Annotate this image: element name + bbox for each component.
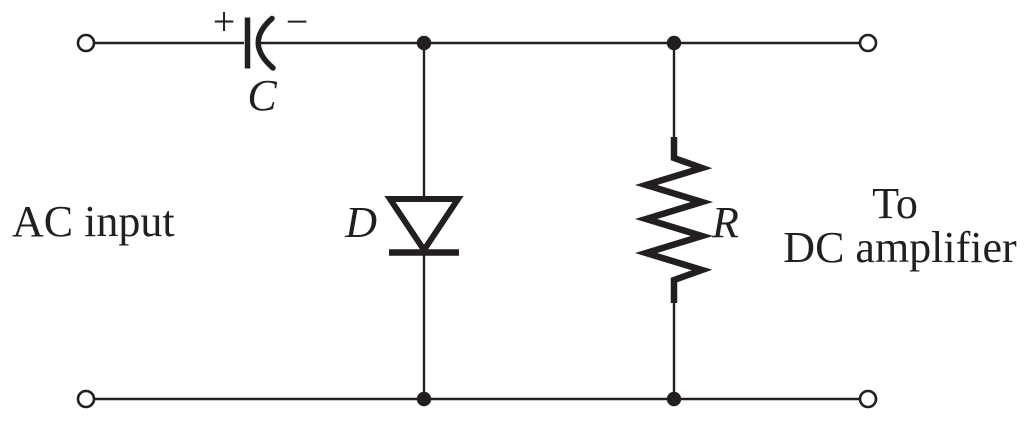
output-label-line1: To xyxy=(872,179,918,228)
junction-dot-top-resistor xyxy=(666,35,682,51)
junction-dot-top-diode xyxy=(416,35,432,51)
terminal-output-top xyxy=(858,33,878,53)
output-label-line2: DC amplifier xyxy=(783,223,1017,272)
capacitor-plate-negative-curved xyxy=(255,15,276,71)
diode-branch xyxy=(384,43,464,398)
diode-triangle xyxy=(384,196,464,256)
terminal-output-bottom xyxy=(858,389,878,409)
junction-dot-bottom-diode xyxy=(416,391,432,407)
capacitor-label: C xyxy=(247,71,277,120)
capacitor-plus-sign: + xyxy=(213,0,236,44)
resistor-zigzag xyxy=(634,137,714,303)
capacitor-symbol xyxy=(244,15,276,71)
junction-dot-bottom-resistor xyxy=(666,391,682,407)
terminal-input-bottom xyxy=(76,389,96,409)
resistor-label: R xyxy=(711,198,739,247)
terminal-input-top xyxy=(76,33,96,53)
diode-label: D xyxy=(344,198,377,247)
resistor-branch xyxy=(634,43,714,398)
ac-input-label: AC input xyxy=(12,197,175,246)
capacitor-minus-sign: − xyxy=(286,0,309,44)
